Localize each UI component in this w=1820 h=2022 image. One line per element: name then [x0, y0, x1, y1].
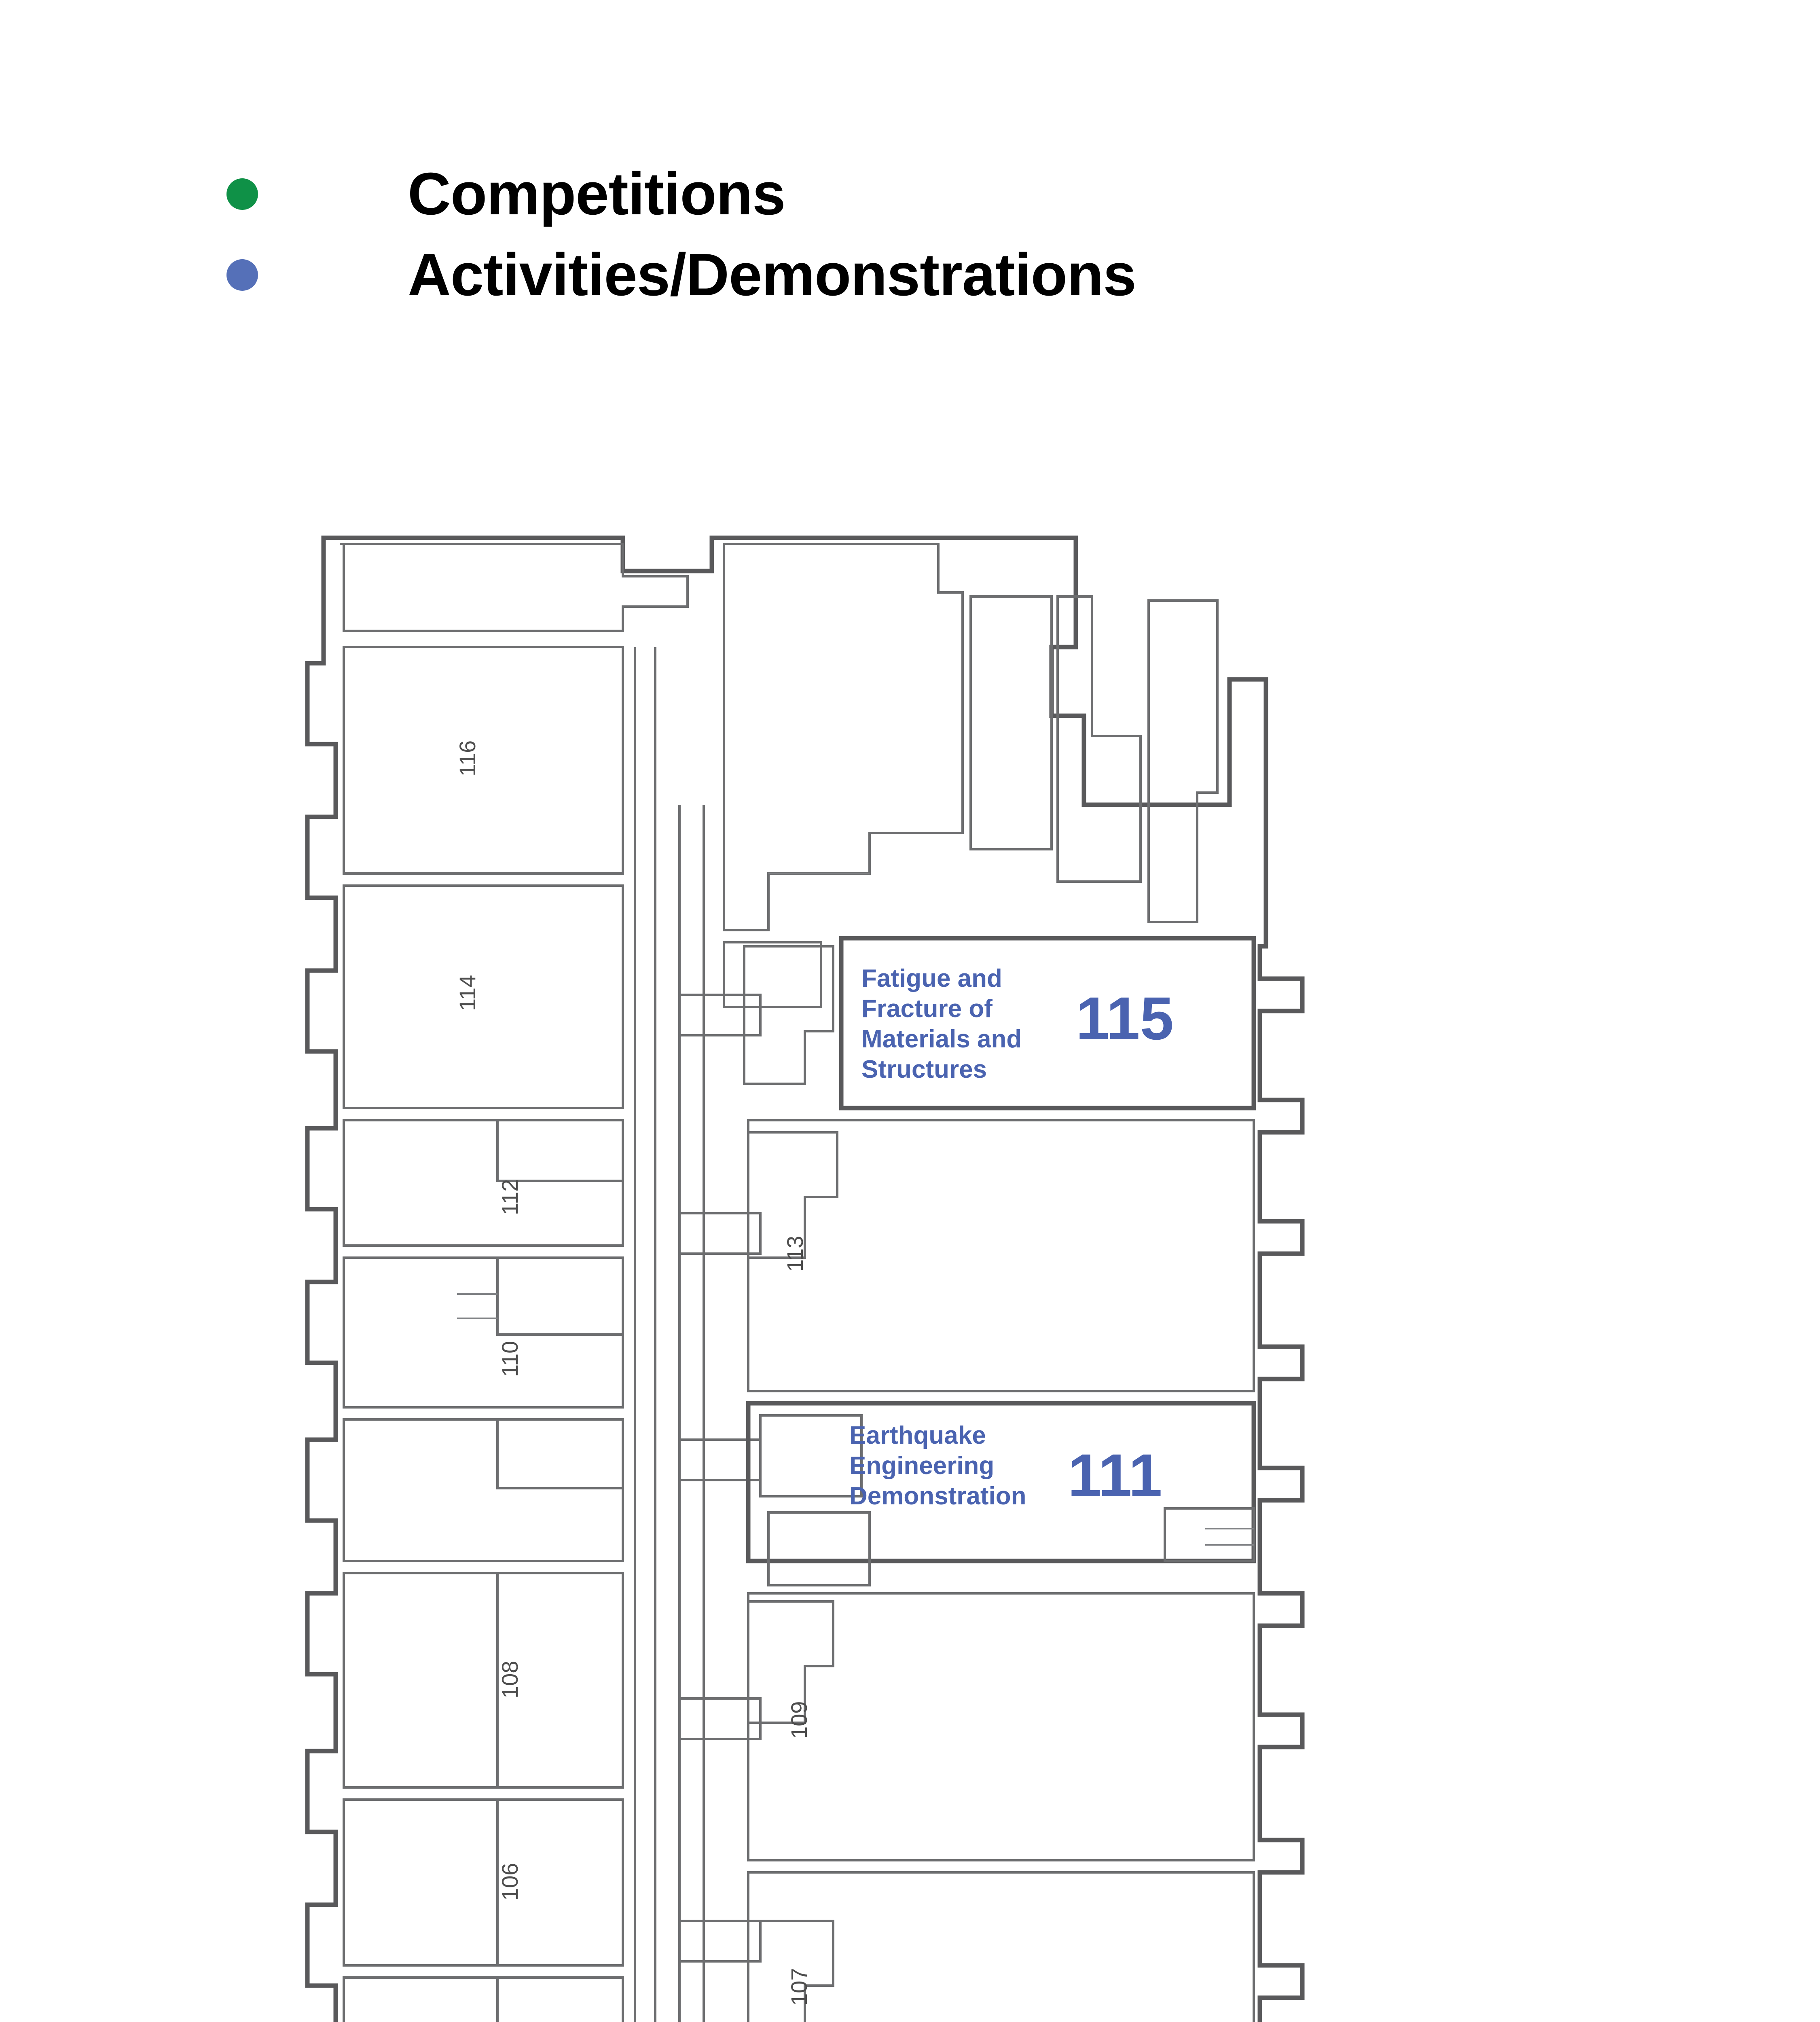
room-112-number: 112 — [497, 1179, 523, 1215]
legend-item-competitions: Competitions — [0, 154, 1820, 235]
green-dot-icon — [226, 178, 258, 210]
room-116-number: 116 — [455, 740, 480, 776]
room-106-number: 106 — [497, 1863, 523, 1901]
room-111-name-line-3: Demonstration — [849, 1482, 1026, 1510]
room-108-number: 108 — [497, 1661, 523, 1698]
top-center-block — [723, 543, 1219, 1008]
room-111: Earthquake Engineering Demonstration 111 — [746, 1401, 1256, 1586]
room-115-name-line-4: Structures — [861, 1055, 987, 1083]
room-114-number: 114 — [455, 975, 480, 1011]
room-111-number: 111 — [1068, 1441, 1162, 1509]
room-115: Fatigue and Fracture of Materials and St… — [743, 936, 1256, 1110]
room-111-name-line-1: Earthquake — [849, 1421, 986, 1449]
room-111-name-line-2: Engineering — [849, 1452, 994, 1480]
legend-label-competitions: Competitions — [408, 161, 786, 227]
room-109-number: 109 — [786, 1701, 812, 1739]
left-wing-rooms — [340, 543, 689, 2022]
building-outline — [305, 535, 1305, 2022]
room-115-name-line-1: Fatigue and — [861, 964, 1002, 992]
room-115-number: 115 — [1076, 984, 1174, 1052]
room-107: 107 — [747, 1871, 1255, 2022]
blue-dot-icon — [226, 259, 258, 291]
room-115-name-line-3: Materials and — [861, 1025, 1022, 1053]
legend-item-activities: Activities/Demonstrations — [0, 235, 1820, 315]
room-113: 113 — [747, 1119, 1255, 1392]
room-109: 109 — [747, 1592, 1255, 1861]
legend: Competitions Activities/Demonstrations — [0, 154, 1820, 315]
room-113-number: 113 — [782, 1236, 808, 1272]
room-107-number: 107 — [786, 1968, 812, 2006]
floor-plan: Fatigue and Fracture of Materials and St… — [0, 526, 1820, 2022]
legend-label-activities: Activities/Demonstrations — [408, 241, 1136, 308]
room-110-number: 110 — [497, 1341, 523, 1377]
left-wing-room-numbers: 116 114 112 110 108 106 104 — [455, 740, 523, 1901]
room-115-name-line-2: Fracture of — [861, 995, 993, 1023]
